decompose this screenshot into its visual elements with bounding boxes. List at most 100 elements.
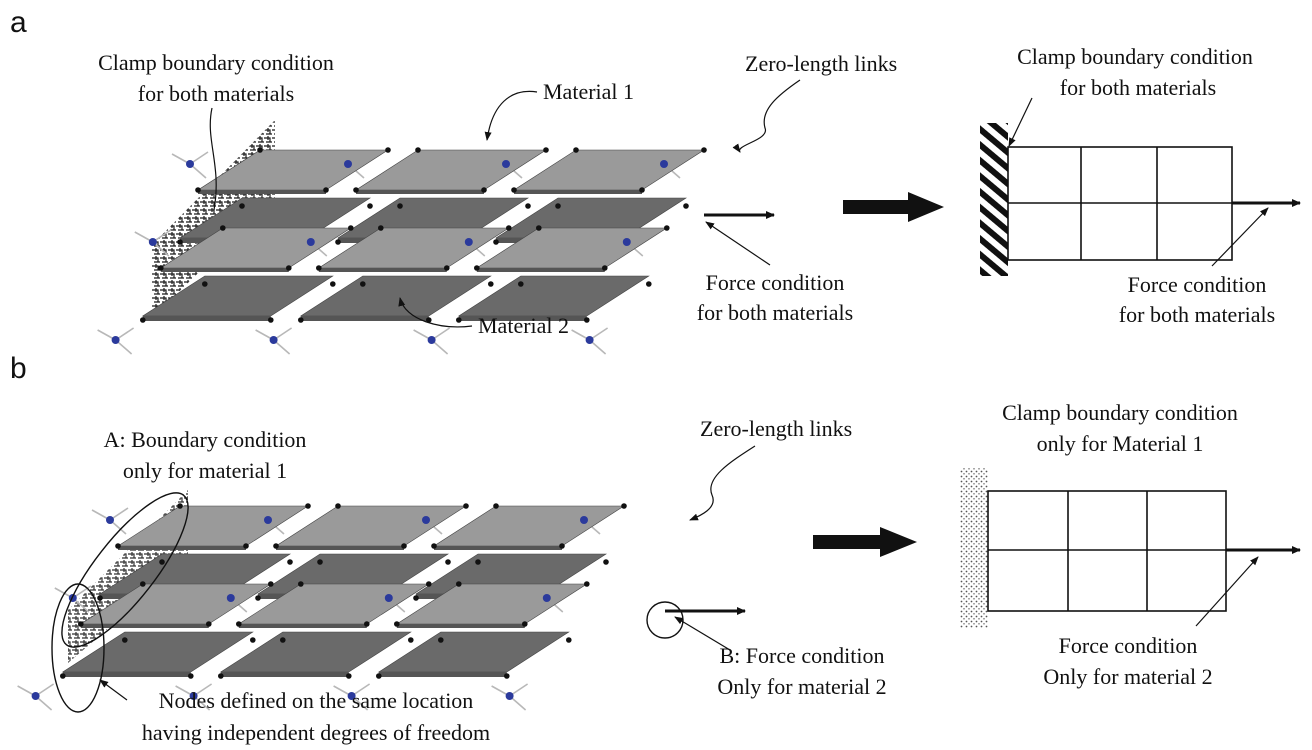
panel-b-node-black	[394, 621, 400, 627]
panel-b-node-black	[236, 621, 242, 627]
panel-b-node-black	[60, 673, 66, 679]
panel-b-node-black	[115, 543, 121, 549]
panel-b-node-blue	[505, 692, 514, 700]
panel-a-material1-plate-edge	[318, 268, 447, 272]
panel-b-node-black	[287, 559, 293, 565]
panel-b-force-label-2: Only for material 2	[717, 674, 886, 699]
panel-a-clamp-label: Clamp boundary condition	[98, 50, 334, 75]
panel-a-material2-plate-edge	[458, 316, 587, 321]
panel-b-node-black	[475, 559, 481, 565]
panel-b-node-black	[268, 581, 274, 587]
panel-a-label: a	[10, 6, 27, 39]
panel-a-node-black	[536, 225, 542, 231]
panel-a-node-black	[639, 187, 645, 193]
panel-a-right-force-leader	[1211, 207, 1269, 267]
panel-b-node-black	[140, 581, 146, 587]
panel-a-node-black	[543, 147, 549, 153]
panel-b-material1-plate	[432, 505, 626, 547]
panel-a-node-black	[474, 265, 480, 271]
panel-a-material1-plate-edge	[514, 190, 642, 194]
panel-b-node-blue	[384, 594, 393, 602]
panel-a-node-blue	[269, 336, 278, 344]
panel-a-node-black	[444, 265, 450, 271]
panel-b-boundary-label-2: only for material 1	[123, 458, 287, 483]
panel-a-node-black	[202, 281, 208, 287]
panel-b-node-black	[243, 543, 249, 549]
panel-a-node-black	[195, 187, 201, 193]
panel-b-node-black	[426, 581, 432, 587]
panel-b-right-clamp-label: Clamp boundary condition	[1002, 400, 1238, 425]
panel-b-node-black	[218, 673, 224, 679]
panel-a-node-blue	[148, 238, 157, 246]
panel-b-grid	[987, 490, 1227, 612]
panel-a-node-black	[360, 281, 366, 287]
panel-a-node-blue	[427, 336, 436, 344]
panel-a-material2-plate	[457, 275, 650, 317]
panel-a-node-black	[330, 281, 336, 287]
panel-a-node-black	[456, 317, 462, 323]
panel-b-node-black	[177, 503, 183, 509]
panel-b-label: b	[10, 352, 27, 385]
panel-a-node-black	[506, 225, 512, 231]
panel-a-node-black	[268, 317, 274, 323]
panel-a-node-black	[518, 281, 524, 287]
panel-b-node-black	[305, 503, 311, 509]
panel-b-node-black	[522, 621, 528, 627]
panel-b-same-nodes-ellipse	[51, 583, 105, 713]
panel-b-node-black	[408, 637, 414, 643]
panel-a-node-black	[584, 317, 590, 323]
panel-b-node-black	[584, 581, 590, 587]
panel-b-node-black	[346, 673, 352, 679]
panel-b-zero-links-label: Zero-length links	[700, 416, 852, 441]
panel-a-node-black	[555, 203, 561, 209]
panel-a-node-black	[348, 225, 354, 231]
panel-a-node-black	[525, 203, 531, 209]
panel-b-right-clamp-label-2: only for Material 1	[1037, 431, 1204, 456]
panel-a-right-force-label: Force condition	[1128, 272, 1267, 297]
panel-b-node-black	[250, 637, 256, 643]
panel-b-clamp-dots	[960, 468, 988, 628]
panel-b-force-leader	[674, 616, 731, 651]
panel-a-node-black	[493, 239, 499, 245]
panel-a-node-black	[177, 239, 183, 245]
panel-b-right-force-label: Force condition	[1059, 633, 1198, 658]
panel-a-material1-plate	[354, 149, 548, 191]
panel-a-node-black	[378, 225, 384, 231]
panel-b-node-black	[206, 621, 212, 627]
panel-a-mesh	[97, 147, 707, 355]
panel-b-node-blue	[422, 516, 430, 524]
panel-a-node-blue	[186, 160, 194, 168]
panel-a-node-black	[664, 225, 670, 231]
panel-a-material1-plate-edge	[160, 268, 289, 272]
panel-a-node-black	[683, 203, 689, 209]
panel-b-nodes-label: Nodes defined on the same location	[159, 688, 474, 713]
panel-a-clamp-stripes	[980, 123, 1008, 276]
panel-b-material2-plate	[377, 631, 570, 673]
panel-b-nodes-leader	[99, 679, 128, 701]
panel-b-node-blue	[189, 692, 198, 700]
panel-b-node-black	[376, 673, 382, 679]
panel-a-material2-leader	[398, 297, 473, 328]
panel-b-node-black	[317, 559, 323, 565]
panel-b-node-black	[445, 559, 451, 565]
panel-a-node-black	[397, 203, 403, 209]
panel-a-node-black	[488, 281, 494, 287]
panel-b-boundary-ellipse	[61, 492, 189, 648]
panel-b-node-black	[438, 637, 444, 643]
panel-a-node-blue	[585, 336, 594, 344]
panel-a-material2-plate-edge	[300, 316, 429, 321]
panel-b-material2-plate	[219, 631, 412, 673]
panel-b-node-black	[603, 559, 609, 565]
panel-b-node-black	[159, 559, 165, 565]
panel-b-node-black	[364, 621, 370, 627]
panel-b-node-black	[298, 581, 304, 587]
panel-b-node-black	[273, 543, 279, 549]
panel-b-zero-links-leader	[689, 445, 756, 521]
panel-a-transform-arrow	[843, 192, 944, 222]
panel-a-material1-plate-edge	[356, 190, 484, 194]
panel-a-node-black	[239, 203, 245, 209]
panel-b-node-black	[335, 503, 341, 509]
panel-b-material1-plate-edge	[276, 546, 404, 550]
panel-b-material1-plate-edge	[434, 546, 562, 550]
